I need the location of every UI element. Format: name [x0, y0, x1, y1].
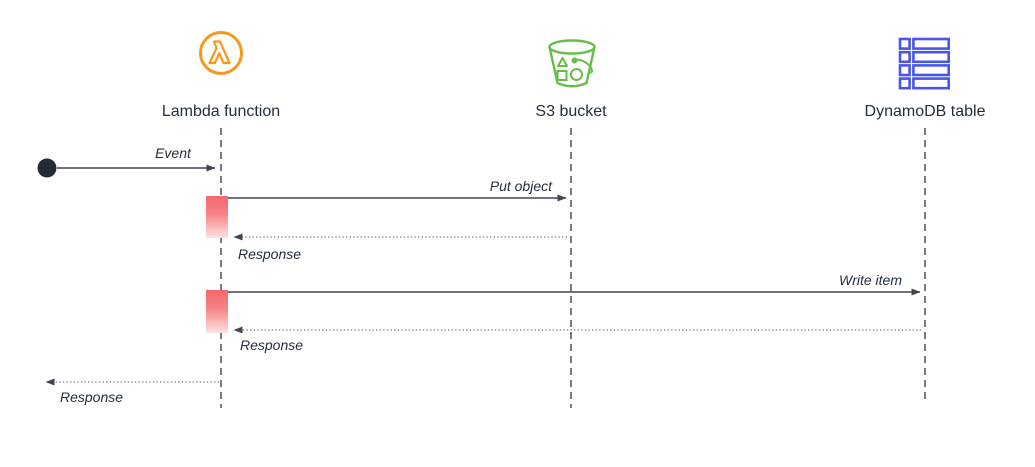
aws-dynamodb-table-icon: [898, 37, 951, 90]
put-object-message-label: Put object: [489, 178, 552, 194]
s3-response-message-label: Response: [238, 246, 302, 262]
dynamodb-actor-label: DynamoDB table: [864, 103, 986, 120]
final-response-message-label: Response: [60, 389, 124, 405]
lambda-actor-label: Lambda function: [161, 103, 281, 120]
activation-bar-2: [206, 290, 228, 333]
aws-s3-bucket-icon: [545, 36, 599, 90]
s3-actor-label: S3 bucket: [535, 103, 607, 120]
event-message-label: Event: [155, 145, 191, 161]
dynamodb-response-message-label: Response: [240, 337, 304, 353]
activation-bar-1: [206, 196, 228, 238]
start-circle: [37, 158, 57, 178]
write-item-message-label: Write item: [839, 272, 902, 288]
aws-lambda-icon: [198, 30, 244, 76]
